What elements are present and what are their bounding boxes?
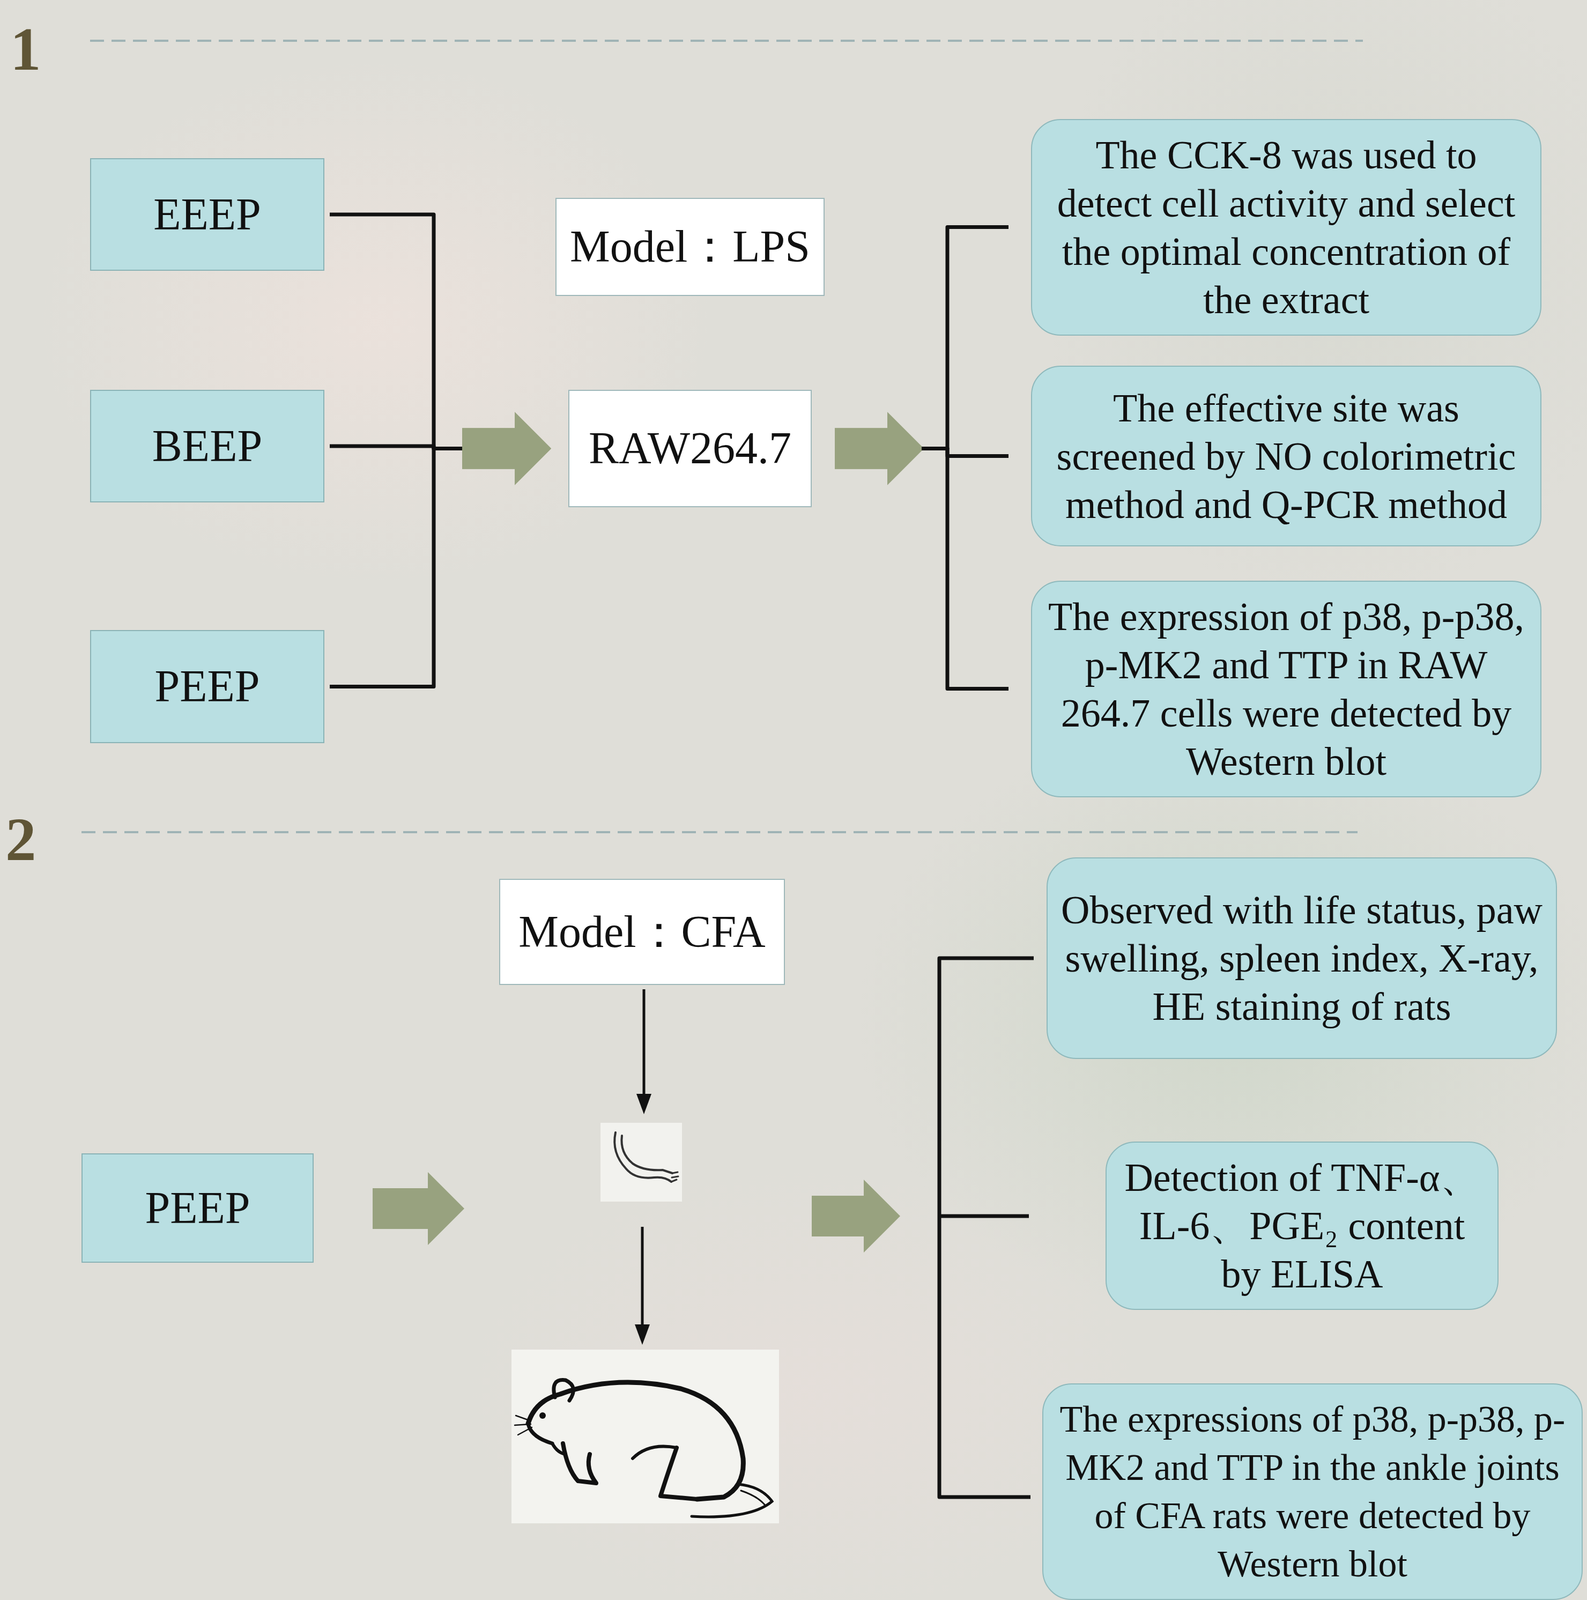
connector bbox=[834, 412, 1009, 689]
box-text: BEEP bbox=[102, 420, 312, 473]
bracket bbox=[939, 958, 1034, 1497]
box-text: RAW264.7 bbox=[581, 422, 799, 475]
box-text: Observed with life status, paw swelling,… bbox=[1059, 885, 1545, 1031]
block-arrow bbox=[462, 412, 552, 486]
down-arrow bbox=[634, 1226, 650, 1345]
method-box: The effective site was screened by NO co… bbox=[1031, 365, 1542, 547]
model-box: Model：LPS bbox=[555, 197, 825, 296]
bracket-line bbox=[329, 214, 465, 449]
section-number: 2 bbox=[5, 808, 37, 871]
connector bbox=[329, 214, 552, 486]
method-box: The expressions of p38, p-p38, p-MK2 and… bbox=[1042, 1383, 1583, 1600]
box-text: PEEP bbox=[94, 1182, 301, 1235]
box-text: Model：CFA bbox=[512, 906, 773, 959]
section-divider bbox=[81, 831, 1358, 834]
extract-box: PEEP bbox=[90, 629, 325, 744]
extract-box: EEEP bbox=[90, 158, 325, 271]
method-box: Detection of TNF-α、IL-6、PGE₂ content by … bbox=[1105, 1141, 1499, 1310]
bracket-line bbox=[921, 448, 1009, 689]
block-arrow bbox=[834, 412, 924, 486]
extract-box: PEEP bbox=[81, 1153, 314, 1263]
block-arrow bbox=[834, 412, 924, 486]
block-arrow bbox=[834, 412, 924, 486]
connector bbox=[329, 412, 552, 687]
box-text: The CCK-8 was used to detect cell activi… bbox=[1043, 130, 1529, 324]
rat-illustration bbox=[511, 1349, 780, 1524]
bracket-line bbox=[329, 448, 465, 687]
connector bbox=[834, 227, 1009, 486]
model-box: Model：CFA bbox=[499, 878, 785, 985]
down-arrow bbox=[636, 989, 652, 1115]
cell-box: RAW264.7 bbox=[568, 389, 812, 508]
section-divider bbox=[90, 39, 1363, 42]
box-text: The expression of p38, p-p38, p-MK2 and … bbox=[1043, 592, 1529, 786]
box-text: The effective site was screened by NO co… bbox=[1043, 383, 1529, 529]
block-arrow bbox=[462, 412, 552, 486]
box-text: PEEP bbox=[102, 660, 312, 713]
block-arrow bbox=[372, 1172, 465, 1245]
injection-illustration bbox=[600, 1122, 682, 1202]
section-number: 1 bbox=[10, 18, 42, 80]
method-box: The CCK-8 was used to detect cell activi… bbox=[1031, 119, 1542, 336]
block-arrow bbox=[811, 1179, 901, 1253]
method-box: Observed with life status, paw swelling,… bbox=[1046, 857, 1557, 1059]
box-text: Detection of TNF-α、IL-6、PGE₂ content by … bbox=[1118, 1153, 1486, 1299]
extract-box: BEEP bbox=[90, 389, 325, 503]
method-box: The expression of p38, p-p38, p-MK2 and … bbox=[1031, 580, 1542, 798]
box-text: The expressions of p38, p-p38, p-MK2 and… bbox=[1055, 1395, 1570, 1589]
block-arrow bbox=[462, 412, 552, 486]
box-text: Model：LPS bbox=[568, 220, 812, 273]
bracket-line bbox=[921, 227, 1009, 449]
box-text: EEEP bbox=[102, 188, 312, 241]
